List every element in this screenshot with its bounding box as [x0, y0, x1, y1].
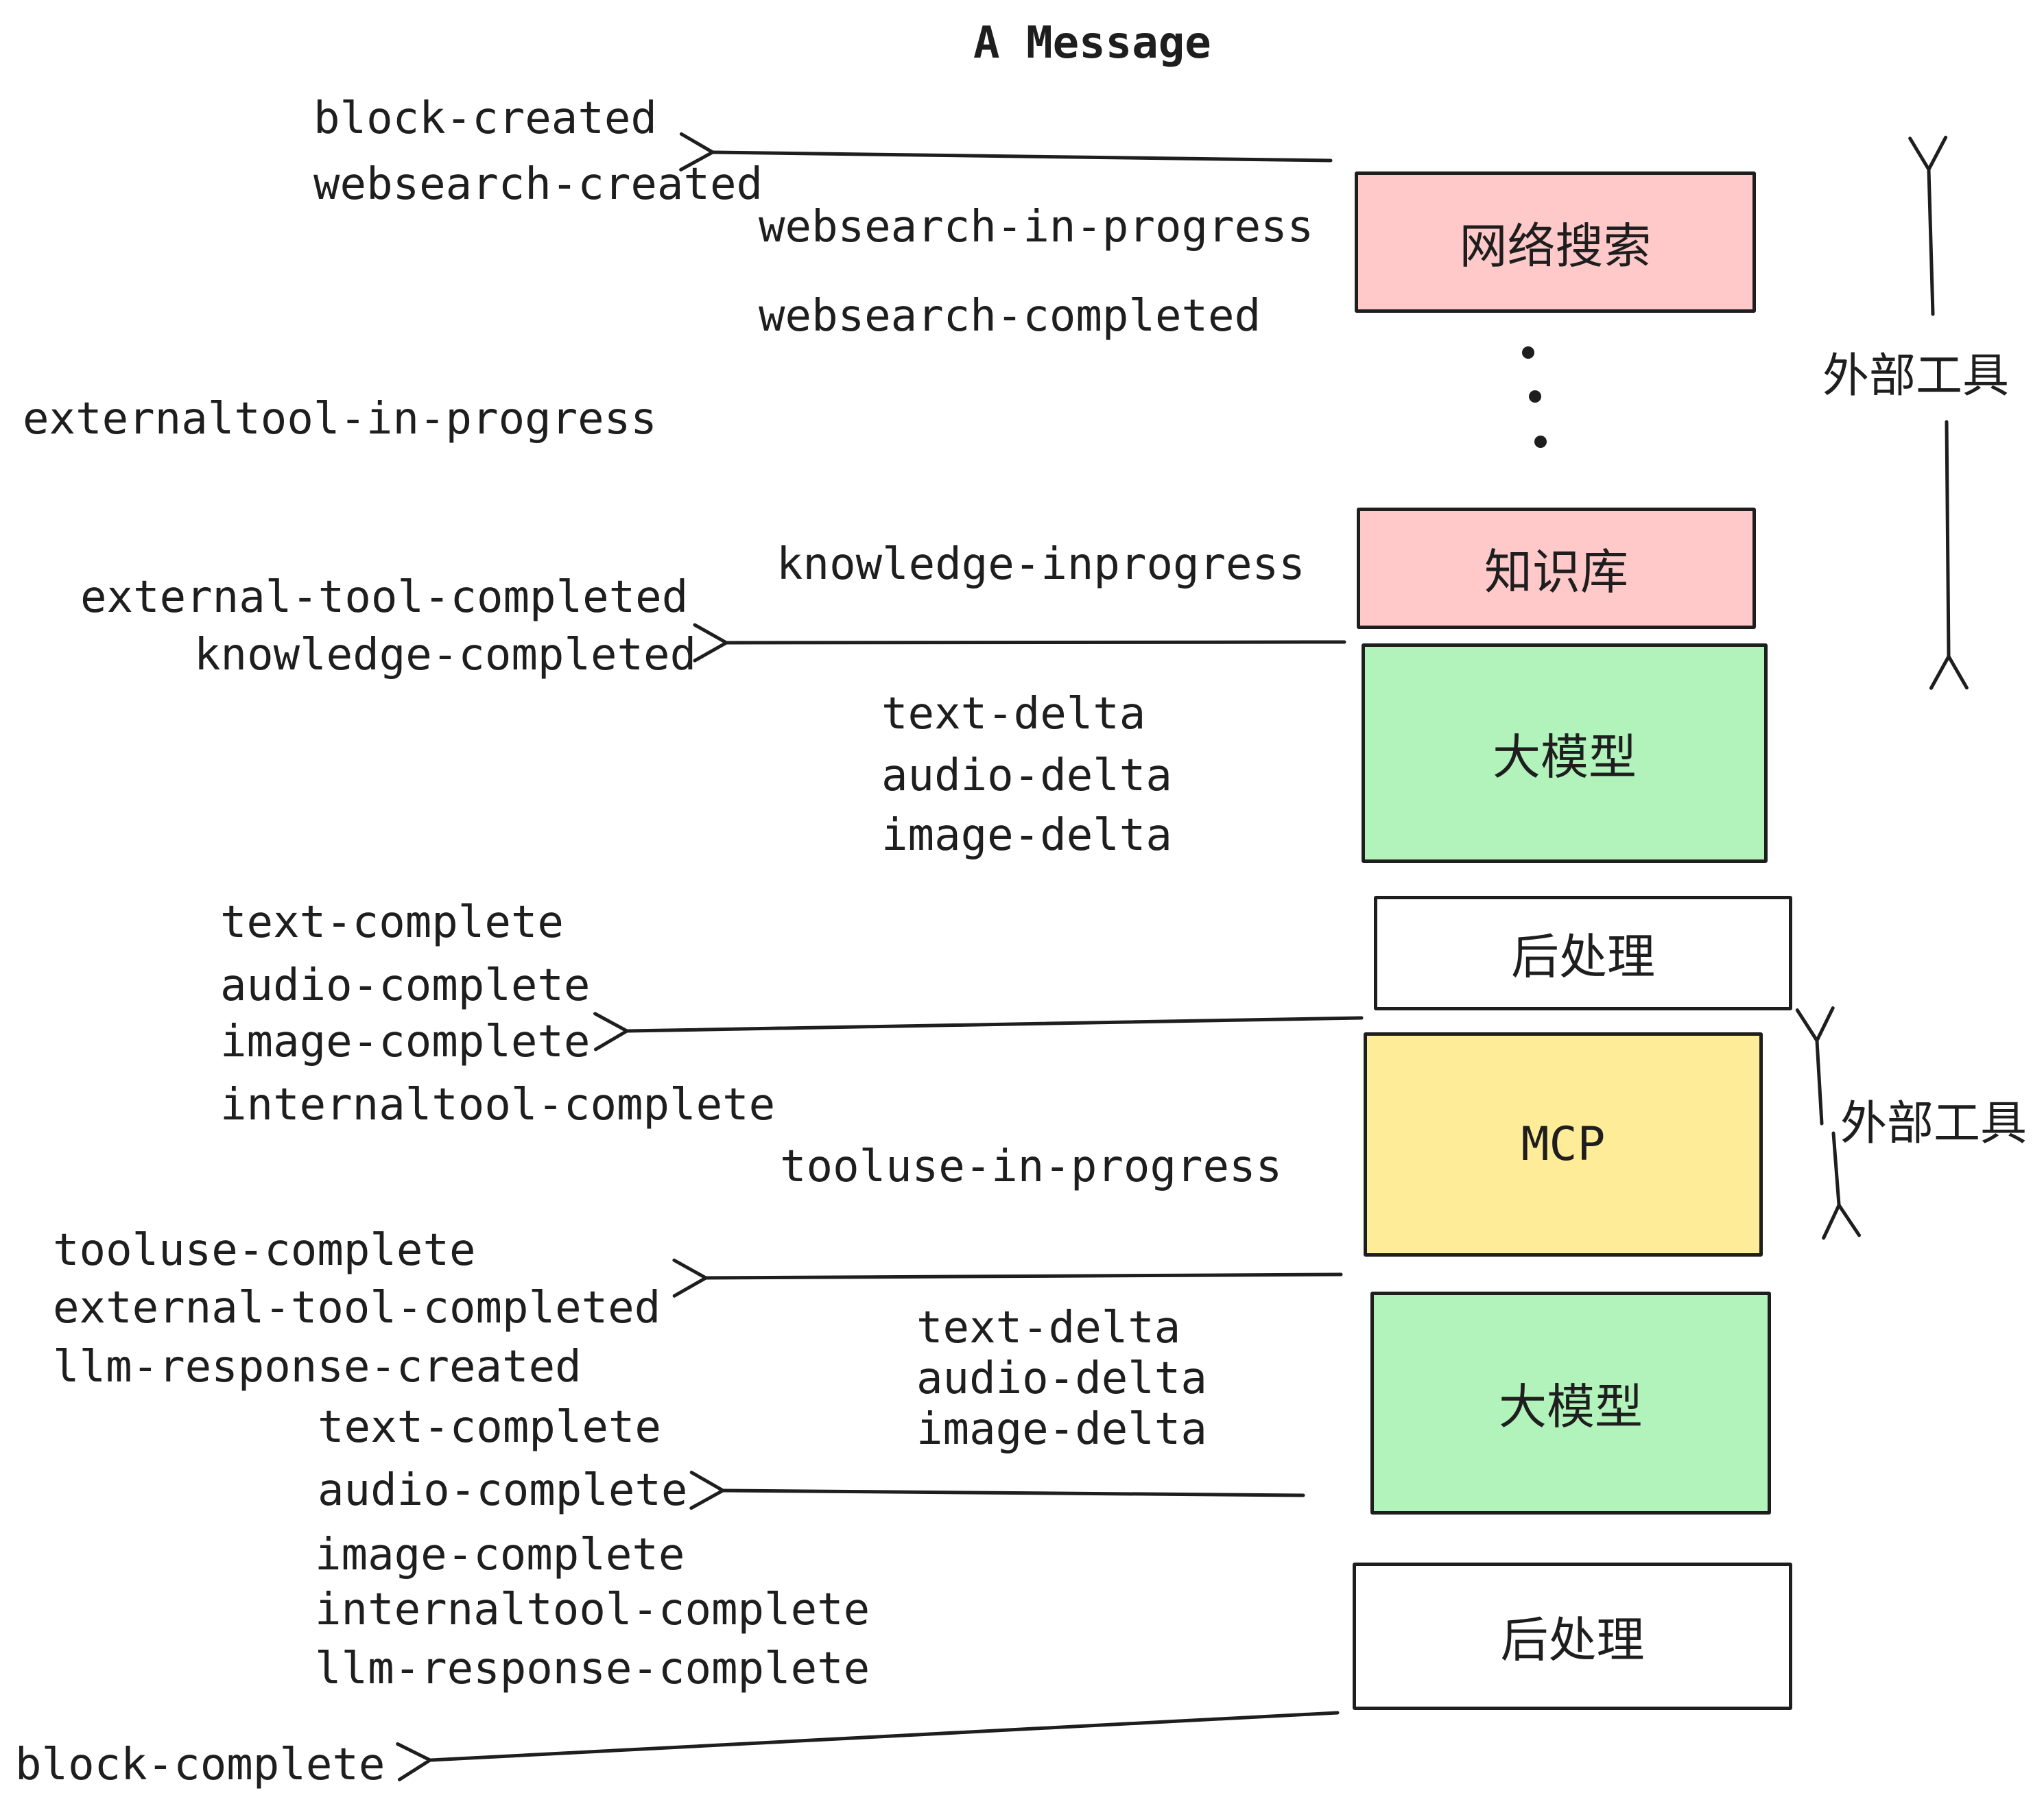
box-postprocess-1: 后处理	[1374, 896, 1792, 1010]
event-label-tooluse-complete: tooluse-complete	[53, 1225, 476, 1276]
box-knowledge: 知识库	[1357, 508, 1756, 629]
box-llm-1-label: 大模型	[1493, 728, 1637, 785]
external-tools-label-top: 外部工具	[1822, 349, 2010, 403]
box-llm-1: 大模型	[1362, 643, 1768, 863]
event-label-llm-response-complete: llm-response-complete	[315, 1643, 870, 1694]
event-label-websearch-created: websearch-created	[313, 159, 763, 210]
arrow-to-tooluse-complete	[672, 1258, 1343, 1298]
external-tools-down-arrow-top	[1929, 420, 1969, 690]
event-label-knowledge-completed: knowledge-completed	[194, 630, 697, 680]
box-postprocess-2: 后处理	[1353, 1563, 1792, 1710]
event-label-text-delta-2: text-delta	[916, 1303, 1181, 1353]
event-label-text-complete-1: text-complete	[220, 897, 564, 948]
event-label-image-delta-2: image-delta	[916, 1404, 1207, 1455]
event-label-websearch-completed: websearch-completed	[759, 291, 1261, 342]
box-knowledge-label: 知识库	[1484, 544, 1628, 600]
arrow-to-block-complete	[396, 1711, 1340, 1781]
event-label-text-complete-2: text-complete	[318, 1402, 661, 1453]
box-postprocess-1-label: 后处理	[1511, 929, 1655, 985]
box-websearch: 网络搜索	[1355, 171, 1756, 313]
box-postprocess-2-label: 后处理	[1500, 1612, 1645, 1668]
event-label-image-complete-1: image-complete	[220, 1017, 591, 1067]
event-label-image-delta-1: image-delta	[881, 810, 1172, 861]
event-label-external-tool-completed-2: external-tool-completed	[53, 1283, 661, 1333]
event-label-audio-complete-1: audio-complete	[220, 960, 591, 1011]
event-label-image-complete-2: image-complete	[315, 1530, 685, 1580]
event-label-websearch-in-progress: websearch-in-progress	[759, 202, 1314, 252]
event-label-knowledge-inprogress: knowledge-inprogress	[776, 539, 1305, 590]
external-tools-label-bottom: 外部工具	[1840, 1097, 2028, 1151]
external-tools-up-arrow-top	[1908, 135, 1948, 316]
event-label-internaltool-complete-2: internaltool-complete	[315, 1585, 870, 1635]
event-label-audio-complete-2: audio-complete	[318, 1465, 688, 1516]
event-label-audio-delta-1: audio-delta	[881, 750, 1172, 801]
box-mcp-label: MCP	[1521, 1117, 1606, 1172]
event-label-audio-delta-2: audio-delta	[916, 1353, 1207, 1404]
arrow-to-audio-complete	[689, 1471, 1305, 1510]
page-title: A Message	[973, 18, 1211, 69]
arrow-to-image-complete	[593, 1012, 1364, 1052]
external-tools-up-arrow-bottom	[1795, 1006, 1835, 1126]
event-label-internaltool-complete-1: internaltool-complete	[220, 1080, 776, 1130]
event-label-externaltool-in-progress: externaltool-in-progress	[23, 394, 657, 444]
arrow-to-knowledge-completed	[693, 623, 1346, 663]
box-websearch-label: 网络搜索	[1459, 217, 1652, 274]
box-mcp: MCP	[1364, 1032, 1763, 1257]
event-label-tooluse-in-progress: tooluse-in-progress	[780, 1141, 1283, 1192]
ellipsis-dots	[1522, 346, 1547, 448]
event-label-text-delta-1: text-delta	[881, 689, 1146, 739]
external-tools-down-arrow-bottom	[1822, 1131, 1862, 1240]
event-label-block-created: block-created	[313, 93, 657, 144]
event-label-external-tool-completed: external-tool-completed	[80, 572, 689, 623]
box-llm-2-label: 大模型	[1499, 1379, 1643, 1435]
event-label-block-complete: block-complete	[15, 1740, 385, 1790]
box-llm-2: 大模型	[1370, 1292, 1771, 1515]
arrow-to-block-created	[679, 132, 1333, 171]
event-label-llm-response-created: llm-response-created	[53, 1342, 582, 1392]
